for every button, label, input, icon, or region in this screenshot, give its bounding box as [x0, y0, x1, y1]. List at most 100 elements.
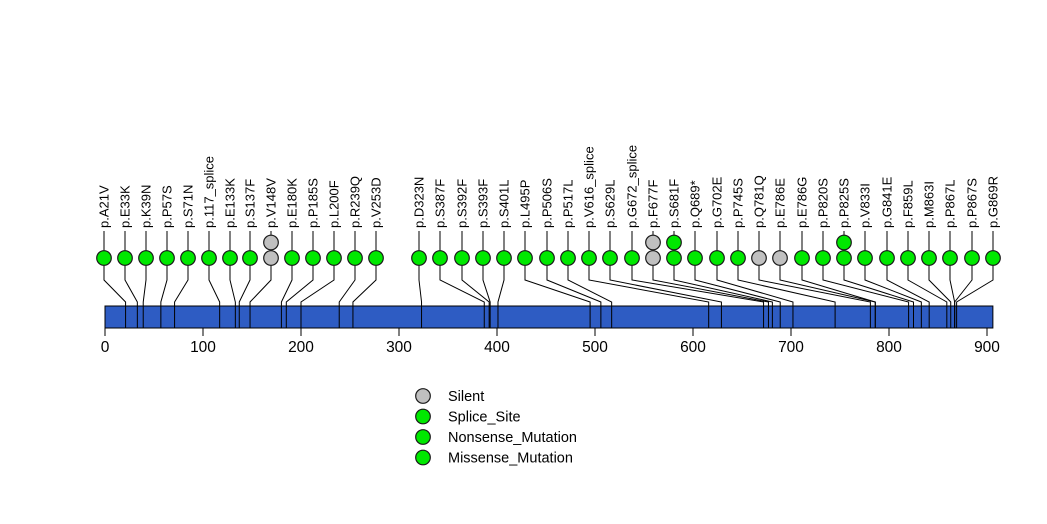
connector-line [758, 266, 871, 328]
legend-marker-icon [415, 449, 431, 466]
lollipop-p.V616_splice: p.V616_splice [581, 146, 710, 328]
mutation-marker [432, 250, 448, 266]
connector-line [801, 266, 876, 328]
connector-line [238, 266, 251, 328]
lollipop-p.Q689*: p.Q689* [687, 180, 781, 328]
mutation-marker [117, 250, 133, 266]
mutation-marker [454, 250, 470, 266]
mutation-label: p.P867S [965, 178, 980, 228]
lollipop-p.P57S: p.P57S [159, 185, 175, 328]
lollipop-p.P745S: p.P745S [730, 178, 836, 328]
mutation-label: p.V833I [858, 183, 873, 228]
mutation-marker [666, 250, 682, 266]
lollipop-p.G841E: p.G841E [879, 176, 930, 328]
connector-line [160, 266, 168, 328]
connector-line [956, 266, 994, 328]
mutation-label: p.G672_splice [625, 145, 640, 228]
mutation-marker [836, 250, 852, 266]
mutation-marker [159, 250, 175, 266]
mutation-label: p.L200F [327, 180, 342, 228]
mutation-marker [730, 250, 746, 266]
lollipop-p.E786E: p.E786E [772, 178, 876, 328]
mutation-marker [496, 250, 512, 266]
mutation-marker-extra [836, 234, 852, 251]
connector-line [524, 266, 591, 328]
legend-label: Missense_Mutation [448, 451, 573, 467]
mutation-marker [242, 250, 258, 266]
connector-line [694, 266, 781, 328]
connector-line [737, 266, 836, 328]
lollipop-p.E33K: p.E33K [117, 185, 138, 328]
lollipop-p.S387F: p.S387F [432, 179, 485, 328]
connector-line [439, 266, 485, 328]
connector-line [249, 266, 272, 328]
connector-line [609, 266, 722, 328]
lollipop-p.G869R: p.G869R [956, 176, 1001, 328]
connector-line [864, 266, 922, 328]
mutation-label: p.P820S [816, 178, 831, 228]
mutation-marker [539, 250, 555, 266]
mutation-label: p.S387F [433, 179, 448, 228]
axis-tick-label: 800 [876, 339, 902, 356]
mutation-marker-extra [645, 234, 661, 251]
connector-line [174, 266, 189, 328]
mutation-label: p.V148V [264, 178, 279, 228]
connector-line [461, 266, 490, 328]
lollipop-p.P867L: p.P867L [942, 180, 958, 328]
lollipop-p.R239Q: p.R239Q [338, 176, 363, 328]
lollipop-p.P506S: p.P506S [539, 178, 602, 328]
connector-line [673, 266, 773, 328]
lollipop-p.E786G: p.E786G [794, 177, 876, 328]
legend-item: Silent [415, 388, 484, 405]
mutation-label: p.P825S [837, 178, 852, 228]
legend-item: Missense_Mutation [415, 449, 573, 467]
mutation-marker [772, 250, 788, 266]
connector-line [208, 266, 221, 328]
mutation-marker [879, 250, 895, 266]
mutation-label: p.S392F [455, 179, 470, 228]
connector-line [280, 266, 293, 328]
mutation-marker [964, 250, 980, 266]
mutation-label: p.P517L [561, 180, 576, 228]
lollipop-p.F677F: p.F677F [645, 180, 769, 328]
lollipop-p.P825S: p.P825S [836, 178, 914, 328]
connector-line [124, 266, 138, 328]
mutation-label: p.V253D [369, 177, 384, 228]
mutation-marker [857, 250, 873, 266]
mutation-label: p.G702E [710, 176, 725, 228]
axis-tick-label: 500 [582, 339, 608, 356]
connector-line [907, 266, 948, 328]
connector-line [716, 266, 794, 328]
mutation-marker [96, 250, 112, 266]
lollipop-p.L200F: p.L200F [300, 180, 342, 328]
mutation-marker [326, 250, 342, 266]
lollipop-p.S681F: p.S681F [666, 179, 773, 328]
connector-line [497, 266, 505, 328]
lollipop-p.V148V: p.V148V [249, 178, 279, 328]
mutation-label: p.S137F [243, 179, 258, 228]
connector-line [103, 266, 127, 328]
legend-marker-icon [415, 429, 431, 445]
mutation-marker [263, 250, 279, 266]
connector-line [142, 266, 147, 328]
mutation-marker [411, 250, 427, 266]
mutation-label: p.K39N [139, 185, 154, 228]
mutation-label: p.L495P [518, 180, 533, 228]
connector-line [631, 266, 765, 328]
mutation-marker [709, 250, 725, 266]
mutation-label: p.117_splice [202, 156, 217, 228]
lollipop-p.F859L: p.F859L [900, 180, 948, 328]
mutation-marker [475, 250, 491, 266]
lollipop-p.E133K: p.E133K [222, 178, 238, 328]
lollipop-p.G702E: p.G702E [709, 176, 794, 328]
mutation-label: p.A21V [97, 185, 112, 228]
lollipop-p.P867S: p.P867S [954, 178, 980, 328]
axis-tick-label: 600 [680, 339, 706, 356]
mutation-marker [794, 250, 810, 266]
mutation-label: p.S401L [497, 180, 512, 228]
lollipop-p.S137F: p.S137F [238, 179, 258, 328]
mutation-label: p.R239Q [348, 176, 363, 228]
axis-tick-label: 400 [484, 339, 510, 356]
